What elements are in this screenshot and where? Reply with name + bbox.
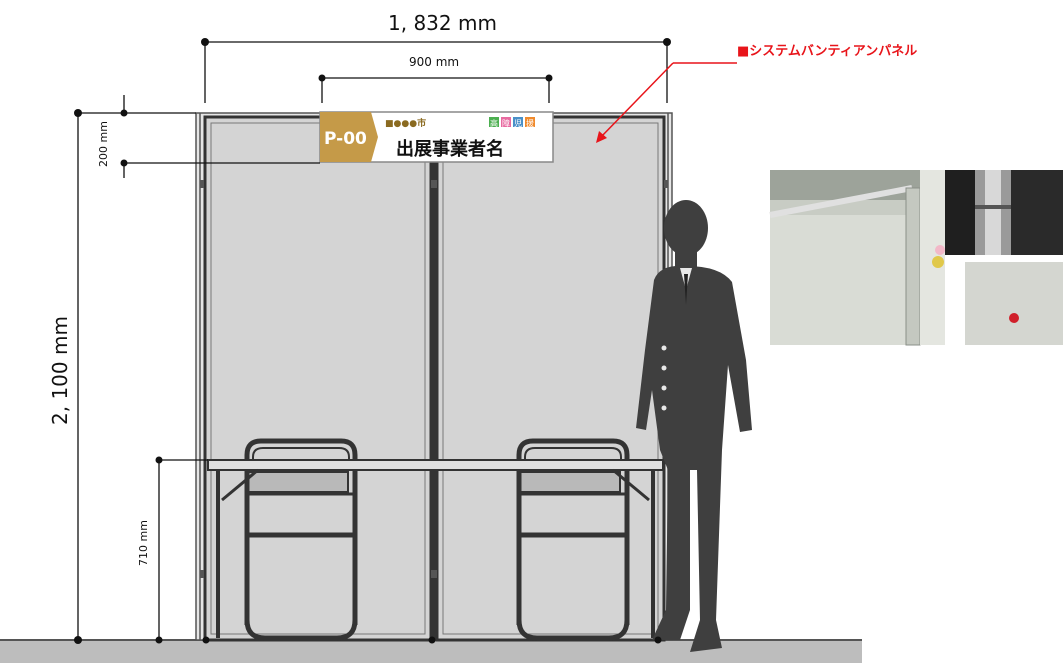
table-height-label: 710 mm (137, 520, 150, 566)
exhibitor-sign: P-00 ■●●●市 高 障 児 援 出展事業者名 (319, 111, 554, 163)
tag-child (513, 117, 523, 127)
chair-right (516, 438, 630, 641)
tag-disability (501, 117, 511, 127)
panel-width-label: 900 mm (409, 55, 459, 69)
partition-panels (195, 112, 673, 642)
dimension-lines (77, 41, 668, 640)
photo-fabric-surface (945, 255, 1063, 345)
booth-number: P-00 (324, 129, 367, 149)
tag-label-4: 援 (526, 118, 534, 128)
panel-callout-label: ■システムバンティアンパネル (737, 44, 917, 59)
human-silhouette (636, 200, 752, 652)
callout-arrow-head (596, 131, 607, 143)
floor (0, 640, 862, 663)
city-name: ■●●●市 (385, 117, 426, 129)
callout-arrow (599, 62, 737, 139)
tag-label-1: 高 (490, 118, 498, 128)
photo-hinge-detail (945, 170, 1063, 255)
table (207, 459, 664, 638)
tag-support (525, 117, 535, 127)
exhibitor-name: 出展事業者名 (396, 138, 504, 160)
total-height-label: 2, 100 mm (48, 316, 72, 425)
total-width-label: 1, 832 mm (388, 11, 497, 35)
tag-label-2: 障 (502, 118, 510, 128)
tag-elderly (489, 117, 499, 127)
sign-height-label: 200 mm (97, 121, 110, 167)
shirt-detail (661, 268, 692, 411)
tag-label-3: 児 (514, 119, 522, 128)
dimension-dots (74, 38, 671, 644)
photo-panel-corner (769, 170, 945, 346)
chair-left (244, 438, 358, 641)
